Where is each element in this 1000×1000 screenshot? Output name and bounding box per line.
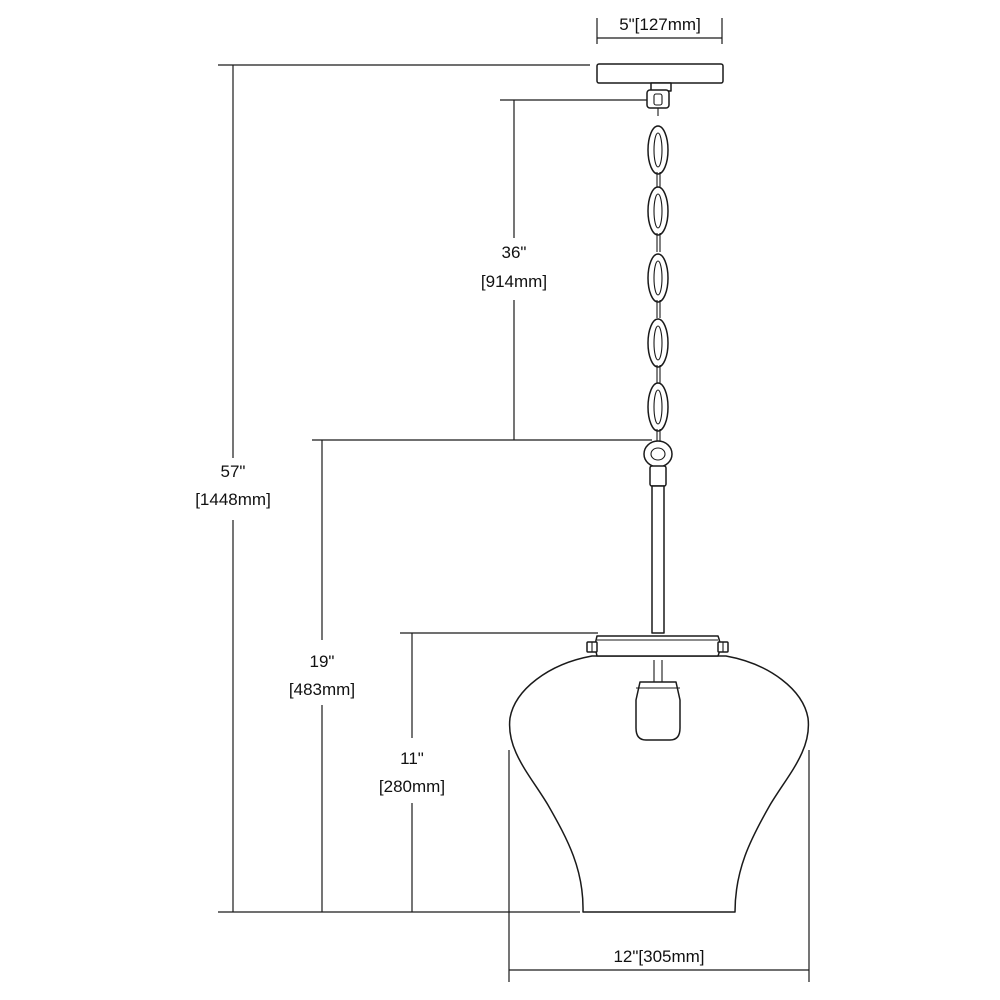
chain-link-front	[647, 318, 669, 368]
shade-height-label-mm: [280mm]	[379, 777, 445, 796]
chain-link-front	[647, 186, 669, 236]
stem-loop	[643, 440, 673, 468]
chain-length-label-in: 36"	[502, 243, 527, 262]
chain-length-dimension: 36" [914mm]	[481, 99, 652, 440]
chain-length-label-mm: [914mm]	[481, 272, 547, 291]
light-socket	[635, 681, 681, 741]
chain-link-front-hole	[653, 132, 663, 168]
overall-height-label-in: 57"	[221, 462, 246, 481]
fixture-height-dimension: 19" [483mm]	[289, 439, 652, 912]
pendant-fixture	[508, 63, 810, 913]
chain-link-front-hole	[653, 260, 663, 296]
chain-link-front	[647, 125, 669, 175]
overall-height-dimension: 57" [1448mm]	[195, 64, 590, 913]
chain-link-front	[647, 382, 669, 432]
stem-loop-hole	[650, 447, 666, 461]
shade-height-label-in: 11"	[400, 749, 424, 768]
stem	[651, 485, 665, 634]
fixture-height-label-mm: [483mm]	[289, 680, 355, 699]
canopy-width-label: 5"[127mm]	[619, 15, 701, 34]
fixture-height-label-in: 19"	[310, 652, 335, 671]
chain-link-front-hole	[653, 325, 663, 361]
chain-link-front-hole	[653, 193, 663, 229]
stem-loop-collar	[649, 465, 667, 487]
glass-shade	[508, 655, 810, 913]
shade-fitter	[594, 635, 721, 657]
canopy-width-dimension: 5"[127mm]	[596, 15, 723, 44]
overall-height-label-mm: [1448mm]	[195, 490, 271, 509]
canopy-loop-hole	[653, 93, 663, 106]
shade-height-dimension: 11" [280mm]	[379, 632, 598, 912]
shade-width-label: 12"[305mm]	[613, 947, 704, 966]
chain-link-front-hole	[653, 389, 663, 425]
chain-link-front	[647, 253, 669, 303]
canopy	[596, 63, 724, 84]
chain	[647, 108, 669, 442]
shade-width-dimension: 12"[305mm]	[508, 750, 810, 982]
